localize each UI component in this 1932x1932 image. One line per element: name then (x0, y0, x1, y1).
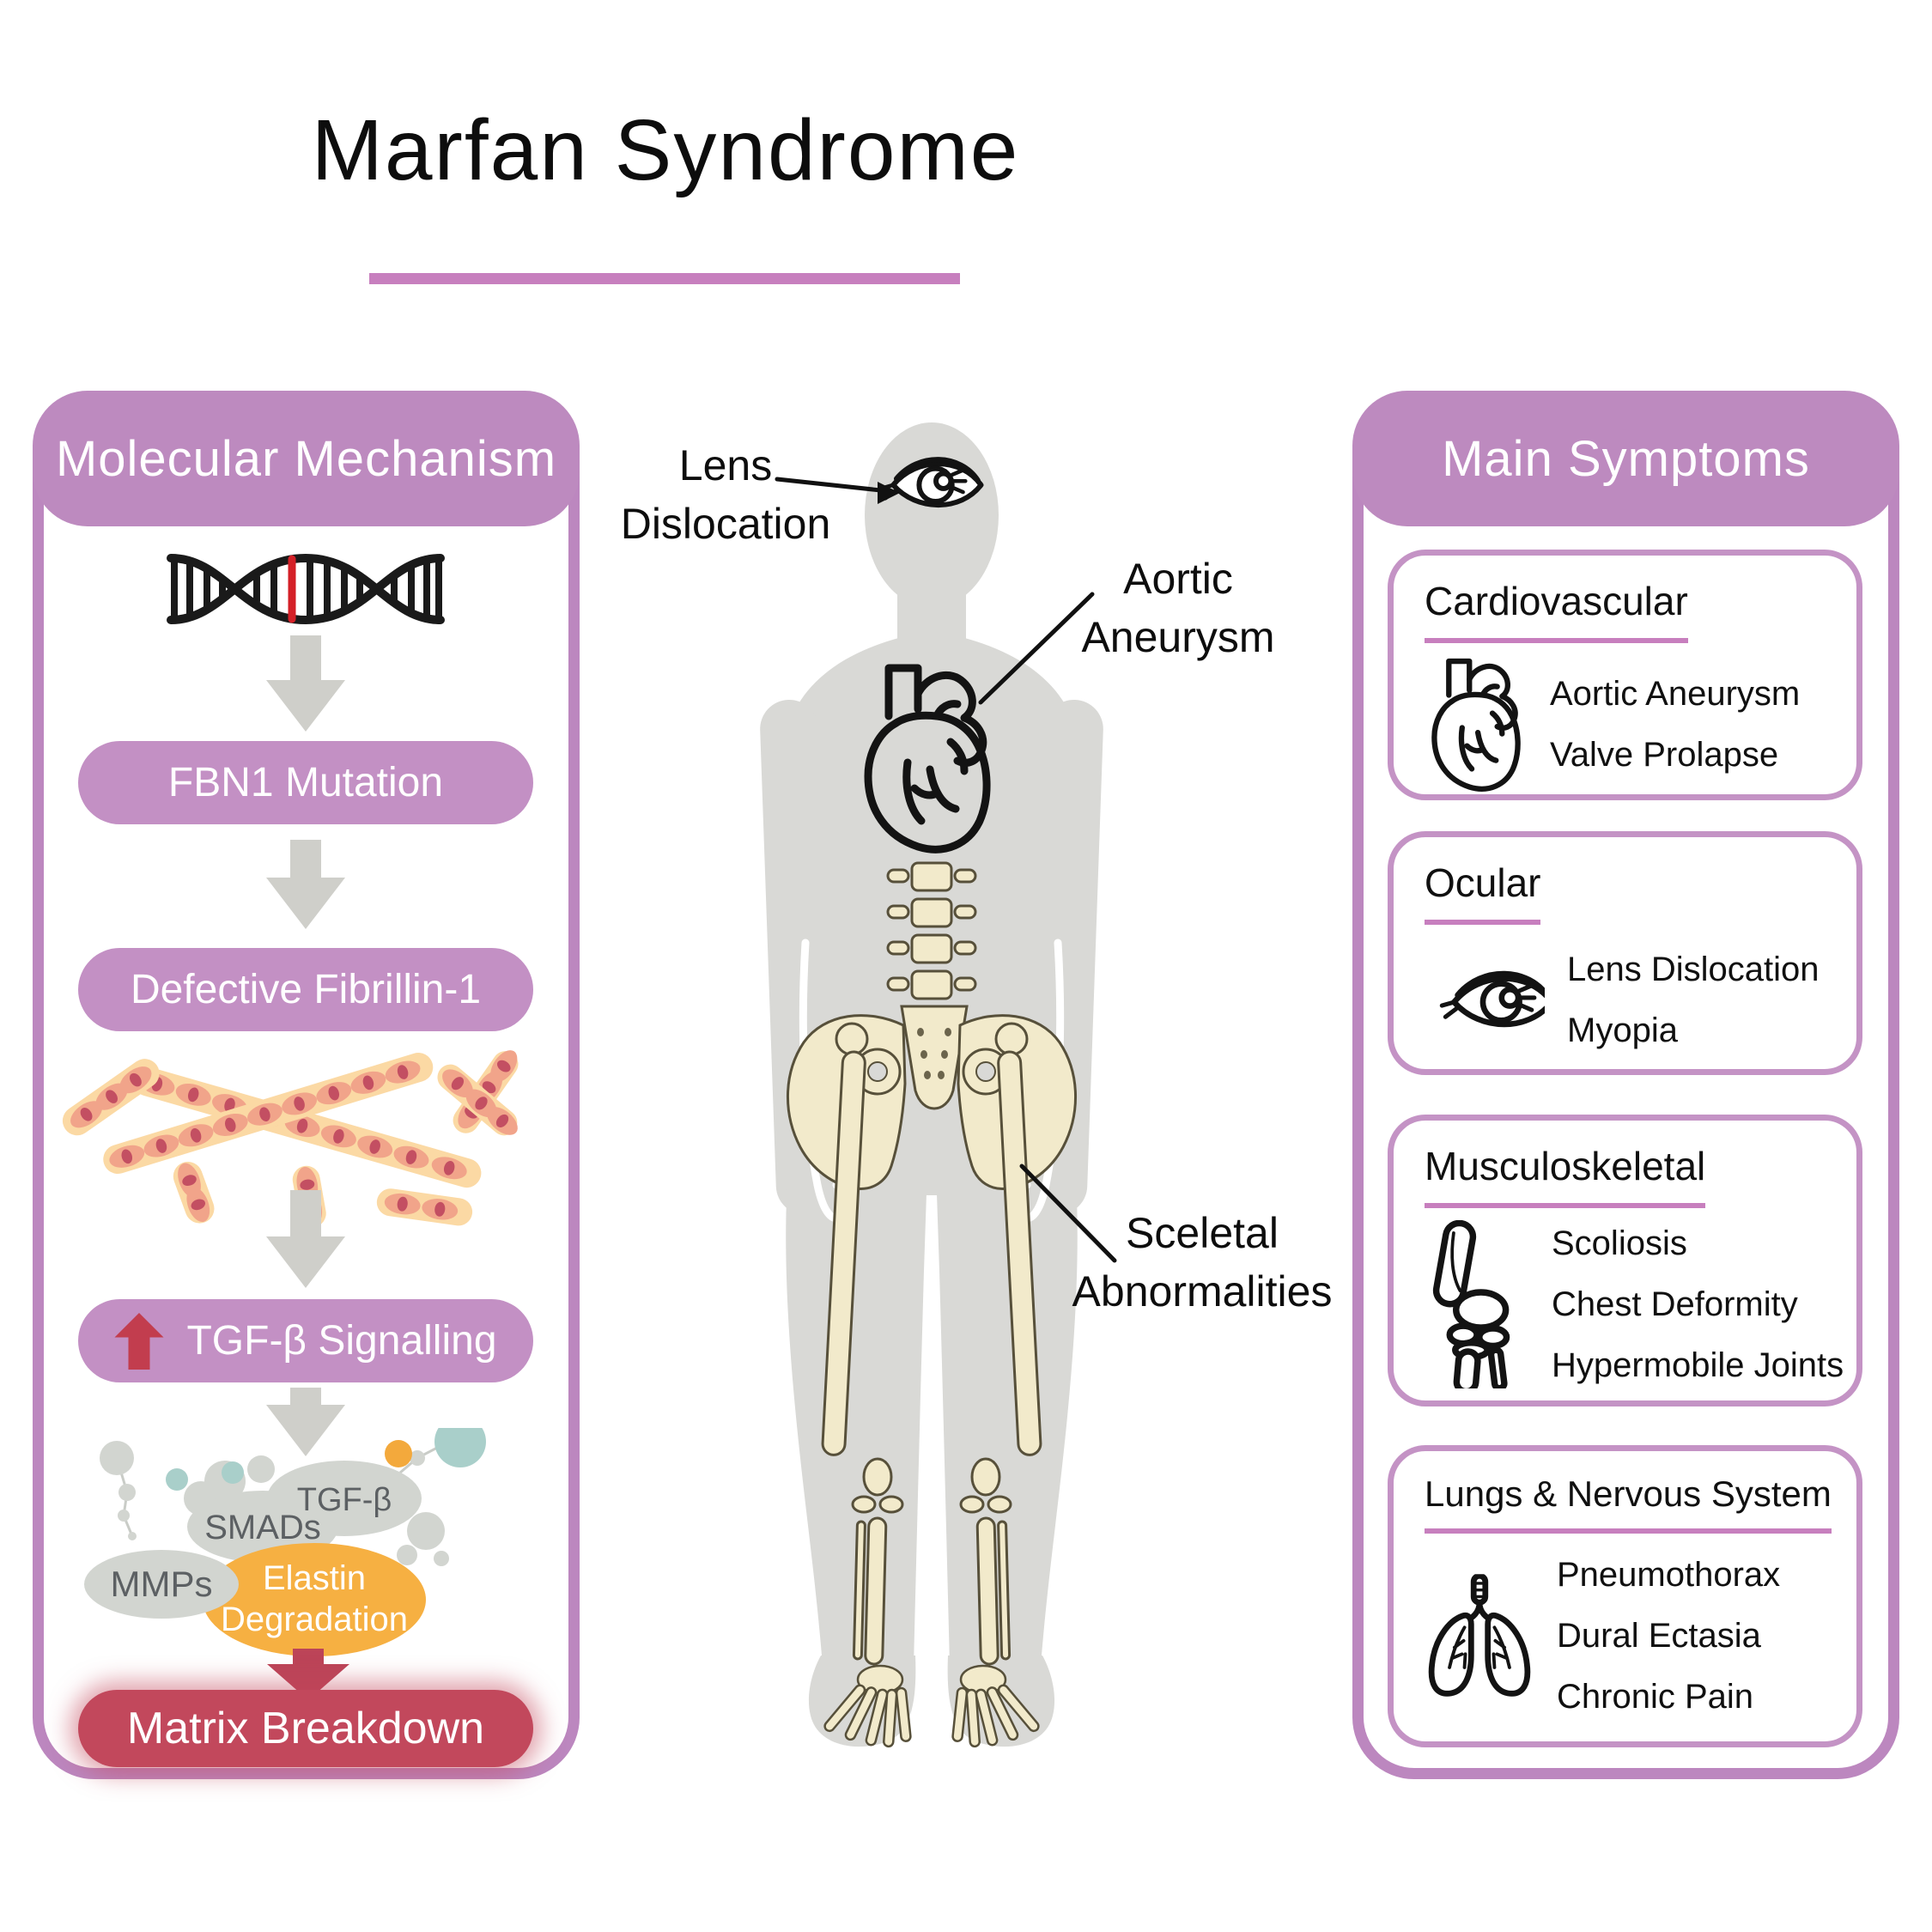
step-matrix-breakdown: Matrix Breakdown (78, 1690, 533, 1767)
dna-mutation-icon (167, 553, 445, 625)
teal-molecule (434, 1428, 486, 1467)
elastin-degradation-blob (203, 1543, 426, 1656)
symptom-item: Aortic Aneurysm (1550, 675, 1801, 713)
red-down-arrow-icon (267, 1649, 349, 1700)
step-fbn1-mutation: FBN1 Mutation (78, 741, 533, 824)
card-lungs-nervous-system: Lungs & Nervous System Pneumothorax Dura… (1388, 1445, 1862, 1747)
card-title: Lungs & Nervous System (1425, 1473, 1832, 1534)
knee-joint-icon (1425, 1220, 1529, 1388)
card-items: Pneumothorax Dural Ectasia Chronic Pain (1557, 1556, 1780, 1716)
elastin-label-line2: Degradation (221, 1601, 408, 1638)
card-title: Ocular (1425, 860, 1541, 925)
symptoms-panel-header: Main Symptoms (1352, 391, 1899, 526)
elastin-label-line1: Elastin (263, 1559, 366, 1597)
human-body-skeleton-figure (760, 422, 1103, 1748)
symptom-item: Pneumothorax (1557, 1556, 1781, 1594)
card-title: Musculoskeletal (1425, 1143, 1706, 1208)
page-title: Marfan Syndrome (311, 102, 1020, 198)
symptom-item: Myopia (1567, 1012, 1678, 1049)
skeleton-overlay (787, 861, 1077, 1748)
card-title: Cardiovascular (1425, 578, 1688, 643)
tgfb-label: TGF-β (297, 1482, 392, 1518)
symptom-item: Dural Ectasia (1557, 1617, 1761, 1655)
teal-molecule (166, 1468, 188, 1491)
signalling-molecules-illustration: TGF-β SMADs MMPs Elastin Degradation (84, 1428, 486, 1656)
main-symptoms-panel: Main Symptoms Cardiovascular Aortic Aneu… (1352, 391, 1899, 1779)
card-items: Lens Dislocation Myopia (1567, 951, 1820, 1050)
increase-up-arrow-icon (114, 1312, 165, 1370)
symptom-item: Chest Deformity (1552, 1285, 1798, 1323)
card-ocular: Ocular Lens Dislocation Myopia (1388, 831, 1862, 1075)
mmps-molecule-blob (84, 1550, 239, 1619)
skeletal-abnormalities-annotation: Sceletal Abnormalities (1072, 1209, 1333, 1315)
symptom-item: Valve Prolapse (1550, 736, 1779, 774)
card-items: Scoliosis Chest Deformity Hypermobile Jo… (1552, 1224, 1844, 1385)
down-arrow-icon (266, 635, 345, 732)
title-underline (369, 273, 960, 284)
step-defective-fibrillin: Defective Fibrillin-1 (78, 948, 533, 1031)
smads-label: SMADs (204, 1509, 321, 1546)
lens-dislocation-annotation: Lens Dislocation (620, 441, 831, 548)
teal-molecule (222, 1461, 244, 1484)
down-arrow-icon (266, 1190, 345, 1288)
card-items: Aortic Aneurysm Valve Prolapse (1550, 675, 1800, 775)
symptom-item: Hypermobile Joints (1552, 1346, 1844, 1384)
orange-molecule (385, 1440, 412, 1467)
mechanism-panel-header: Molecular Mechanism (33, 391, 580, 526)
aortic-aneurysm-annotation: Aortic Aneurysm (1081, 555, 1275, 661)
mmps-label: MMPs (111, 1564, 213, 1604)
symptom-item: Lens Dislocation (1567, 951, 1820, 988)
molecular-mechanism-panel: Molecular Mechanism (33, 391, 580, 1779)
card-cardiovascular: Cardiovascular Aortic Aneurysm Valve Pro… (1388, 550, 1862, 800)
eye-icon (1425, 961, 1545, 1040)
symptom-item: Scoliosis (1552, 1224, 1687, 1262)
step-tgf-signalling: TGF-β Signalling (78, 1299, 533, 1382)
symptoms-panel-title: Main Symptoms (1442, 430, 1810, 487)
down-arrow-icon (266, 840, 345, 929)
symptom-item: Chronic Pain (1557, 1678, 1754, 1716)
anatomical-heart-icon (1425, 655, 1528, 794)
mechanism-panel-title: Molecular Mechanism (55, 430, 557, 487)
card-musculoskeletal: Musculoskeletal Scoliosis Chest Deformit… (1388, 1115, 1862, 1406)
down-arrow-icon (266, 1388, 345, 1456)
lungs-icon (1425, 1573, 1534, 1700)
